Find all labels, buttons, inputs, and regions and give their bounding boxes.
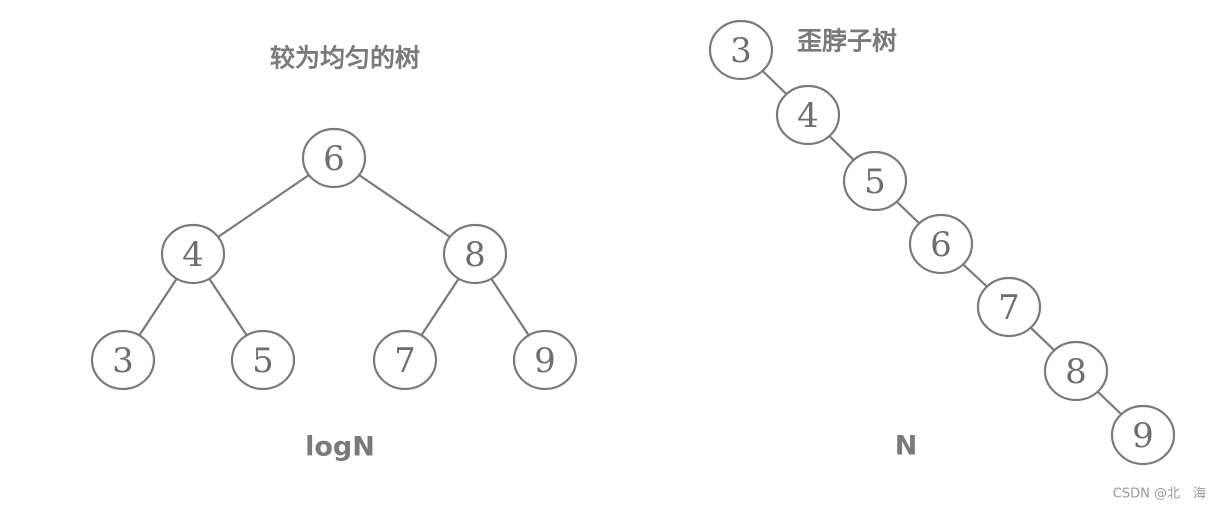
- balanced-tree-node-circle: [301, 127, 367, 189]
- balanced-tree-node-circle: [90, 329, 156, 391]
- balanced-tree-complexity: logN: [305, 432, 375, 463]
- skewed-tree-node-label: 5: [864, 162, 886, 202]
- skewed-tree-node: 9: [1110, 404, 1176, 466]
- skewed-tree-node-circle: [908, 213, 974, 275]
- skewed-tree-node-circle: [708, 19, 774, 81]
- skewed-tree-node-label: 6: [930, 225, 952, 265]
- skewed-tree-node: 7: [976, 276, 1042, 338]
- balanced-tree-node-circle: [372, 329, 438, 391]
- skewed-tree-node-circle: [775, 84, 841, 146]
- skewed-tree-node: 5: [842, 150, 908, 212]
- skewed-tree-node-circle: [976, 276, 1042, 338]
- balanced-tree-node: 3: [90, 329, 156, 391]
- skewed-tree-node: 4: [775, 84, 841, 146]
- balanced-tree-node-label: 6: [323, 139, 345, 179]
- balanced-tree-node-label: 8: [464, 235, 486, 275]
- skewed-tree-complexity: N: [895, 431, 918, 462]
- skewed-tree-node-label: 8: [1065, 352, 1087, 392]
- skewed-tree-node: 3: [708, 19, 774, 81]
- skewed-tree-node-label: 4: [797, 96, 819, 136]
- skewed-tree-node-circle: [1110, 404, 1176, 466]
- csdn-watermark: CSDN @北 海: [1113, 487, 1206, 502]
- balanced-tree-node-label: 4: [182, 235, 204, 275]
- skewed-tree-node-label: 3: [730, 31, 752, 71]
- balanced-tree-node-circle: [230, 329, 296, 391]
- balanced-tree-node: 4: [160, 223, 226, 285]
- balanced-tree-node-label: 3: [112, 341, 134, 381]
- skewed-tree-node-circle: [842, 150, 908, 212]
- balanced-tree-node: 5: [230, 329, 296, 391]
- balanced-tree-node: 8: [442, 223, 508, 285]
- balanced-tree-node-label: 5: [252, 341, 274, 381]
- skewed-tree-node-circle: [1043, 340, 1109, 402]
- balanced-tree-node-circle: [442, 223, 508, 285]
- skewed-tree-node: 6: [908, 213, 974, 275]
- skewed-tree-title: 歪脖子树: [797, 27, 897, 56]
- skewed-tree-node: 8: [1043, 340, 1109, 402]
- balanced-tree-node-circle: [160, 223, 226, 285]
- skewed-tree-node-label: 7: [998, 288, 1020, 328]
- balanced-tree-node-label: 9: [534, 341, 556, 381]
- balanced-tree-node: 6: [301, 127, 367, 189]
- balanced-tree-node: 9: [512, 329, 578, 391]
- balanced-tree-title: 较为均匀的树: [270, 44, 420, 73]
- balanced-tree-node-circle: [512, 329, 578, 391]
- balanced-tree-node: 7: [372, 329, 438, 391]
- nodes-layer: 6 4 8 3 5 7 9 3 4 5 6 7 8 9: [90, 19, 1176, 466]
- skewed-tree-node-label: 9: [1132, 416, 1154, 456]
- balanced-tree-node-label: 7: [394, 341, 416, 381]
